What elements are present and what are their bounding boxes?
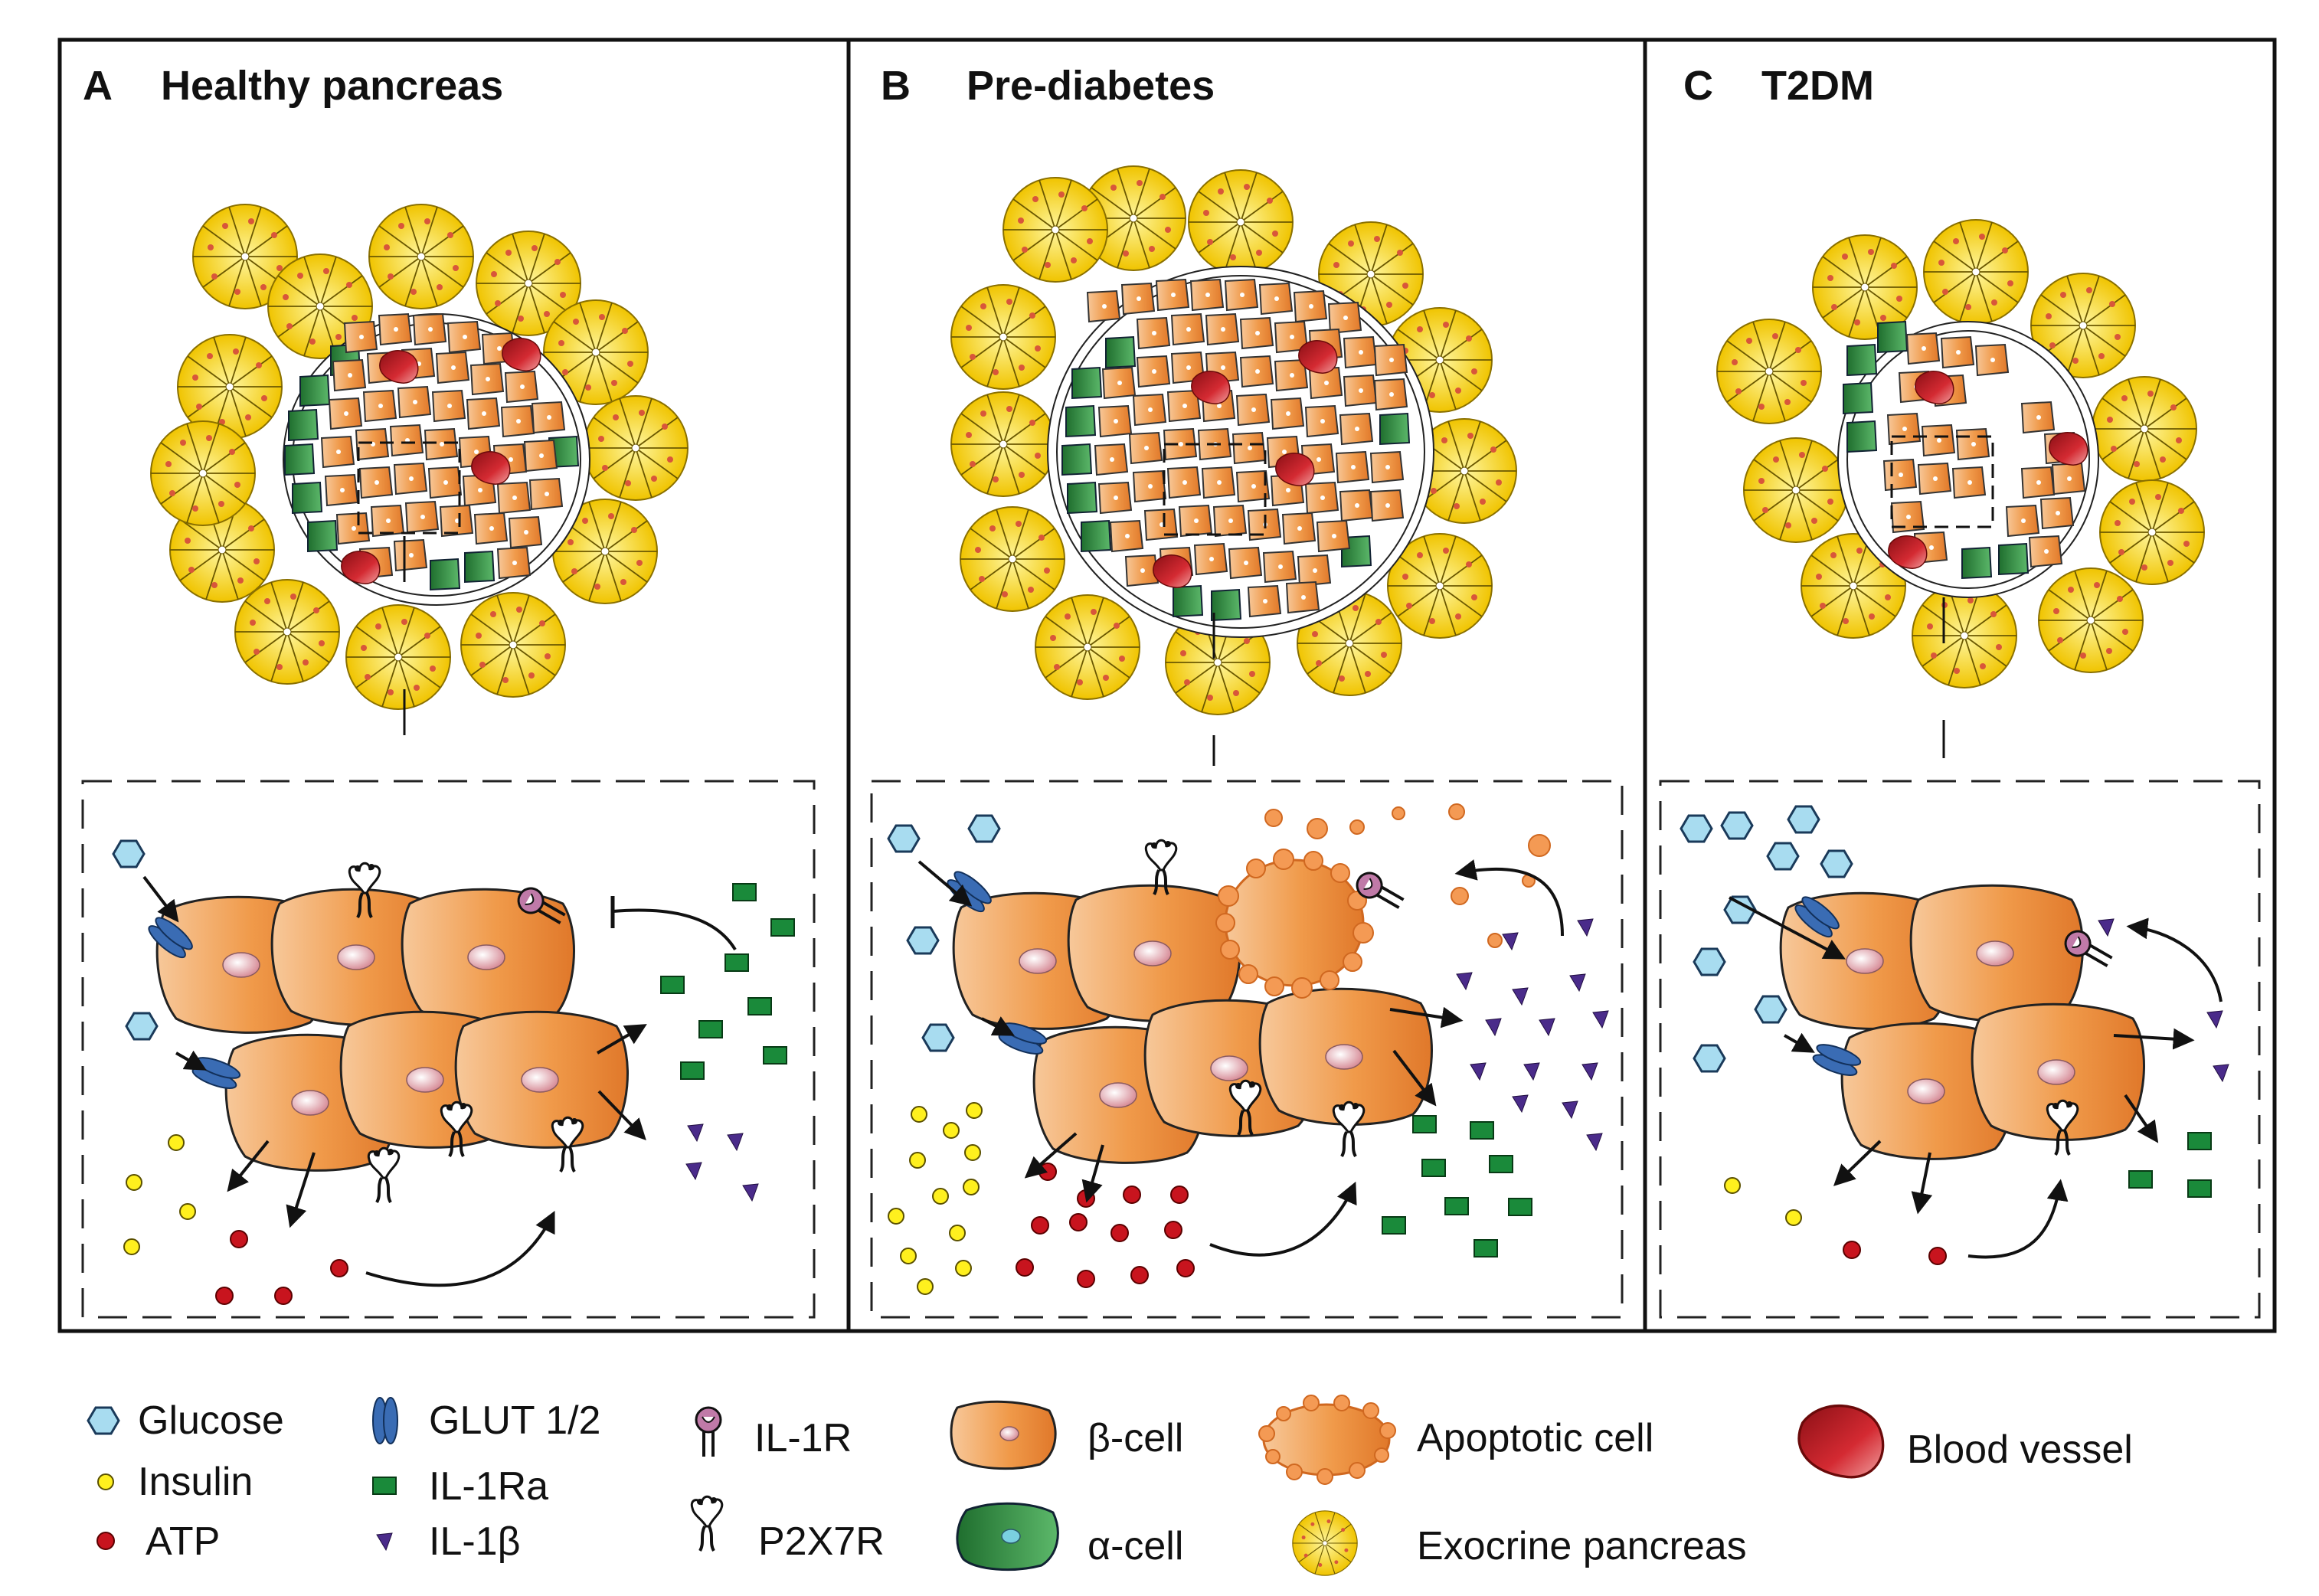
svg-text:P2X7R: P2X7R xyxy=(758,1519,885,1564)
legend-glut: GLUT 1/2 xyxy=(372,1397,600,1444)
legend-exocrine: Exocrine pancreas xyxy=(1292,1510,1747,1576)
panel-b-letter: B xyxy=(881,63,911,109)
panel-b-title: Pre-diabetes xyxy=(967,63,1215,109)
panel-c-letter: C xyxy=(1683,63,1713,109)
legend-alpha-cell: α-cell xyxy=(956,1502,1183,1571)
alpha-cell-icon xyxy=(956,1502,1059,1571)
legend-apoptotic: Apoptotic cell xyxy=(1258,1395,1653,1485)
zoom-box-c xyxy=(1890,435,1994,528)
svg-text:IL-1Ra: IL-1Ra xyxy=(429,1464,548,1509)
svg-text:Exocrine pancreas: Exocrine pancreas xyxy=(1417,1524,1747,1568)
detail-box-b xyxy=(870,780,1624,1319)
detail-c-content xyxy=(1680,805,2229,1265)
il1r-receptor-icon xyxy=(695,1406,722,1458)
svg-text:Glucose: Glucose xyxy=(138,1398,284,1443)
glucose-hexagon-icon xyxy=(87,1406,120,1435)
blood-vessel-icon xyxy=(1797,1404,1885,1479)
panel-a-letter: A xyxy=(83,63,113,109)
il1b-triangle-icon xyxy=(376,1532,393,1551)
legend-blood-vessel: Blood vessel xyxy=(1797,1404,2133,1479)
svg-text:β-cell: β-cell xyxy=(1088,1416,1183,1460)
detail-b-content xyxy=(887,803,1609,1295)
apoptotic-cell-icon xyxy=(1258,1395,1396,1485)
svg-text:Apoptotic cell: Apoptotic cell xyxy=(1417,1416,1653,1460)
legend-glucose: Glucose xyxy=(87,1398,284,1443)
il1ra-square-icon xyxy=(372,1477,397,1495)
svg-text:GLUT 1/2: GLUT 1/2 xyxy=(429,1398,600,1443)
panel-a-islet xyxy=(150,204,689,766)
legend-p2x7r: P2X7R xyxy=(690,1495,885,1564)
apoptotic-cell-b xyxy=(1215,849,1374,999)
p2x7r-receptor-icon xyxy=(690,1495,724,1552)
panel-c-title: T2DM xyxy=(1761,63,1874,109)
panel-c-islet xyxy=(1716,219,2205,758)
svg-text:α-cell: α-cell xyxy=(1088,1524,1183,1568)
apoptotic-fragments-b xyxy=(1264,803,1551,948)
legend-il1r: IL-1R xyxy=(695,1406,852,1460)
zoom-box-a xyxy=(357,441,461,535)
beta-cell-icon xyxy=(950,1400,1057,1470)
detail-box-c xyxy=(1659,780,2261,1319)
legend-il1b: IL-1β xyxy=(376,1519,521,1564)
zoom-box-b xyxy=(1163,443,1267,536)
svg-text:ATP: ATP xyxy=(146,1519,220,1564)
detail-box-a xyxy=(81,780,816,1319)
atp-dot-icon xyxy=(96,1532,115,1550)
svg-text:IL-1R: IL-1R xyxy=(754,1416,852,1460)
legend: Glucose Insulin ATP GLUT 1/2 IL-1Ra IL-1… xyxy=(87,1395,2133,1576)
panel-b-islet xyxy=(950,165,1517,766)
legend-insulin: Insulin xyxy=(97,1460,253,1504)
detail-a-content xyxy=(112,839,795,1305)
insulin-dot-icon xyxy=(97,1473,114,1490)
legend-atp: ATP xyxy=(96,1519,220,1564)
svg-text:IL-1β: IL-1β xyxy=(429,1519,521,1564)
panel-a-title: Healthy pancreas xyxy=(161,63,503,109)
panel-c-frame xyxy=(1643,38,2277,1333)
svg-text:Blood vessel: Blood vessel xyxy=(1907,1428,2133,1472)
glut-transporter-icon xyxy=(372,1397,398,1444)
legend-beta-cell: β-cell xyxy=(950,1400,1183,1470)
legend-il1ra: IL-1Ra xyxy=(372,1464,548,1509)
svg-text:Insulin: Insulin xyxy=(138,1460,253,1504)
exocrine-acinus-icon xyxy=(1292,1510,1358,1576)
